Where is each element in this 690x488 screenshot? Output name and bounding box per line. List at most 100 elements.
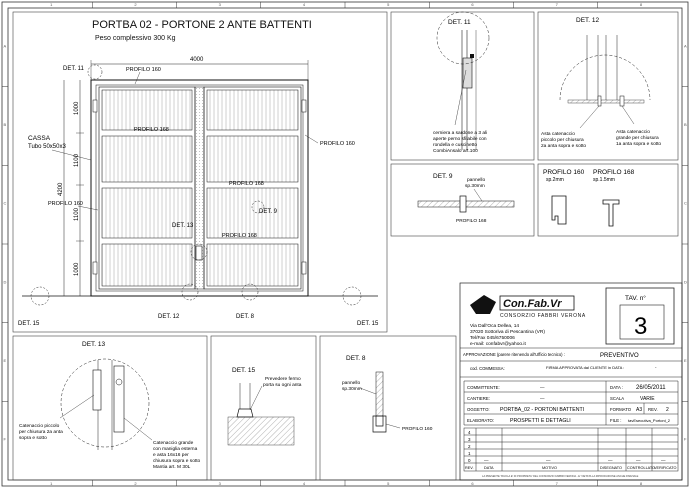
det11-circle <box>436 11 490 65</box>
rev-row0-disegnato: — <box>608 458 613 463</box>
rev-row0-motivo: — <box>546 458 551 463</box>
rev-row-3: 3 <box>468 437 471 442</box>
frame-row-ref-B-left: B <box>4 122 7 127</box>
ref-det8: DET. 8 <box>236 314 255 320</box>
scala-label: SCALA <box>610 396 624 401</box>
det13-large-latch <box>113 365 125 433</box>
rev-row-4: 4 <box>468 430 471 435</box>
det12-title: DET. 12 <box>576 17 600 24</box>
profilo-160-label-left: PROFILO 160 <box>48 201 83 207</box>
det12-leader-left <box>579 105 600 129</box>
data-value: 26/05/2011 <box>636 385 666 391</box>
det12-right-caption-2: grande per chiusura <box>616 135 659 141</box>
det13-right-caption-1: Catenaccio grande <box>153 440 194 446</box>
logo-subtext: CONSORZIO FABBRI VERONA <box>500 313 586 319</box>
tav-number-box <box>619 304 665 340</box>
width-dim-label: 4000 <box>190 57 204 63</box>
frame-row-ref-F-right: F <box>684 437 687 442</box>
rev-row0-data: — <box>484 458 489 463</box>
det12-left-caption-3: 2a anta sopra e sotto <box>541 143 586 149</box>
firma-label: FIRMA APPROVATA dal CLIENTE in DATA : <box>546 365 624 370</box>
frame-col-ref-8-top: 8 <box>640 2 643 7</box>
rev-col-rev: REV. <box>465 466 474 470</box>
det11-hinge-cap <box>470 54 474 58</box>
det15-caption-1: Prevedere fermo <box>265 376 301 382</box>
det13-left-caption-3: sopra e sotto <box>19 435 47 441</box>
det9-title: DET. 9 <box>433 173 453 180</box>
ref-det12: DET. 12 <box>158 314 180 320</box>
rev-label: REV. <box>648 407 658 412</box>
frame-col-ref-2-top: 2 <box>134 2 137 7</box>
det15-ground <box>227 416 295 446</box>
det8-panel <box>319 335 457 481</box>
det13-title: DET. 13 <box>82 341 106 348</box>
confabvr-logo: Con.Fab.Vr CONSORZIO FABBRI VERONA <box>470 295 586 319</box>
det15-caption-2: porta su ogni anta <box>263 382 302 388</box>
det13-left-caption-1: Catenaccio piccolo <box>19 423 60 429</box>
frame-col-ref-8-bottom: 8 <box>640 481 643 486</box>
address-2: 37020 Sottoriva di Pescantina (VR) <box>470 329 545 335</box>
rev-col-motivo: MOTIVO <box>542 466 557 470</box>
right-leaf-panel-1 <box>206 89 299 131</box>
det15-title: DET. 15 <box>232 367 256 374</box>
rev-col-controllato: CONTROLLATO <box>627 466 655 470</box>
gate-frame-inner <box>95 84 304 292</box>
frame-row-ref-F-left: F <box>4 437 7 442</box>
det8-leader-profile <box>385 423 401 429</box>
data-label: DATA : <box>610 385 623 390</box>
det11-hinge <box>462 57 473 89</box>
det11-leader <box>454 69 467 126</box>
ref-det11: DET. 11 <box>63 66 85 72</box>
profile-160-section <box>551 195 567 225</box>
det8-title: DET. 8 <box>346 355 366 362</box>
hinge-top-left <box>92 99 98 113</box>
formato-value: A3 <box>636 407 642 413</box>
profilo-168-title: PROFILO 168 <box>593 169 635 176</box>
marker-det11 <box>87 64 103 80</box>
frame-row-ref-B-right: B <box>684 122 687 127</box>
committente-label: COMMITTENTE: <box>467 385 500 390</box>
left-leaf-panel-1 <box>101 89 193 131</box>
marker-det15-left <box>30 286 50 306</box>
height-dim-label: 4200 <box>58 182 64 196</box>
frame-row-ref-D-left: D <box>4 279 7 284</box>
leader-p160-top <box>134 71 141 85</box>
address-4: e-mail: confabvr@yahoo.it <box>470 341 526 347</box>
revision-table <box>463 427 679 472</box>
frame-row-ref-C-right: C <box>684 201 687 206</box>
marker-det12 <box>181 283 199 301</box>
left-leaf-panel-4 <box>101 243 193 287</box>
sheet-title: PORTBA 02 - PORTONE 2 ANTE BATTENTI <box>92 19 312 31</box>
committente-value: — <box>540 385 545 390</box>
hinge-top-right <box>301 99 307 113</box>
frame-col-ref-7-top: 7 <box>556 2 559 7</box>
profilo-168-label-2: PROFILO 168 <box>229 181 264 187</box>
rev-col-data: DATA <box>484 466 494 470</box>
profilo-160-title: PROFILO 160 <box>543 169 585 176</box>
det11-caption-2: aperte perno sfilabile con <box>433 136 487 142</box>
cassa-leader <box>51 149 92 161</box>
profilo-160-label-right: PROFILO 160 <box>320 141 355 147</box>
frame-col-ref-3-bottom: 3 <box>219 481 222 486</box>
dim-section-3: 1100 <box>74 207 80 221</box>
logo-text: Con.Fab.Vr <box>503 298 562 310</box>
det13-right-caption-3: e asta 16x16 per <box>153 452 189 458</box>
det9-profile <box>459 195 467 213</box>
center-joint <box>194 86 205 290</box>
frame-row-ref-E-left: E <box>4 358 7 363</box>
det13-panel <box>12 335 208 481</box>
frame-row-ref-C-left: C <box>4 201 7 206</box>
profilo-168-sub: sp.1.5mm <box>593 177 615 183</box>
frame-col-ref-7-bottom: 7 <box>556 481 559 486</box>
left-leaf-panel-3 <box>101 187 193 239</box>
cantiere-value: — <box>540 396 545 401</box>
rev-row-1: 1 <box>468 451 471 456</box>
frame-col-ref-4-top: 4 <box>303 2 306 7</box>
det8-panel-label-2: sp.30mm <box>342 386 362 392</box>
det9-panel-label-1: pannello <box>467 177 485 183</box>
det11-title: DET. 11 <box>448 19 471 26</box>
rev-value: 2 <box>666 407 669 413</box>
elaborato-value: PROSPETTI E DETTAGLI <box>510 418 571 424</box>
det13-circle <box>60 358 150 448</box>
det13-leader-right <box>123 417 153 441</box>
